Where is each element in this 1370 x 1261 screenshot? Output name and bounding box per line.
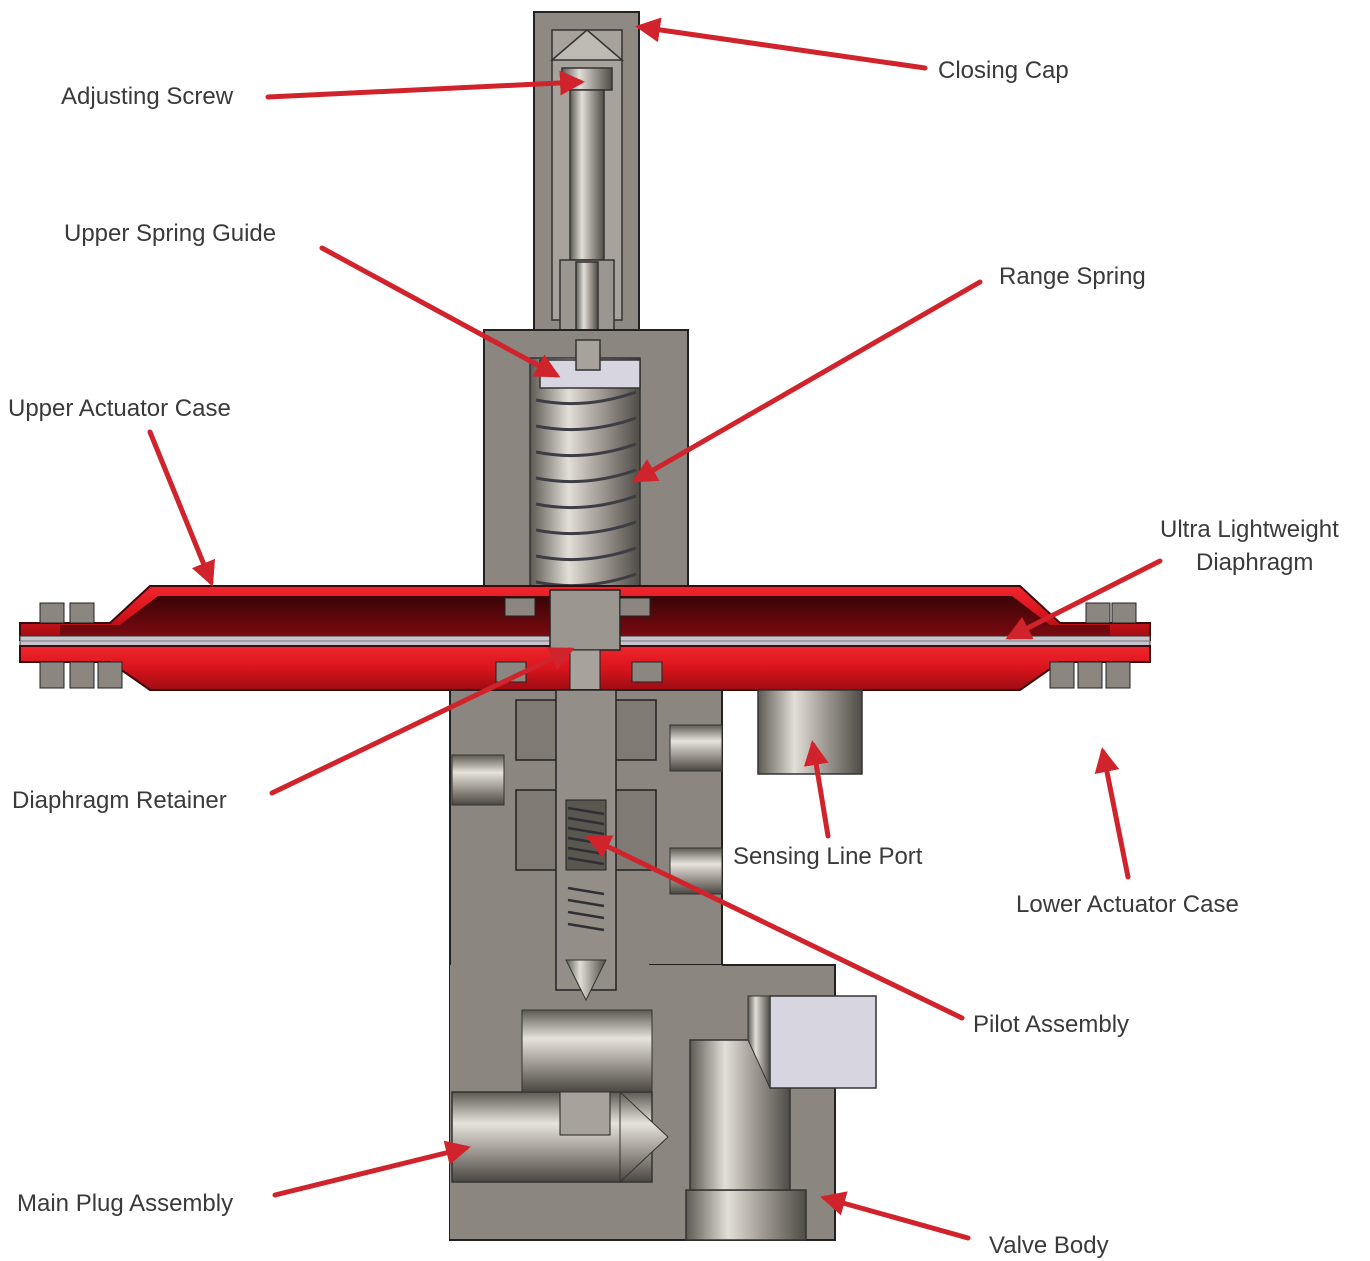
label-diaphragm-line1: Ultra Lightweight <box>1160 516 1339 543</box>
label-valve-body: Valve Body <box>989 1232 1109 1259</box>
arrow-sensing-line-port <box>803 740 831 839</box>
arrow-upper-spring-guide <box>319 245 561 378</box>
label-diaphragm-line2: Diaphragm <box>1196 549 1313 576</box>
label-upper-actuator-case: Upper Actuator Case <box>8 395 231 422</box>
label-sensing-line-port: Sensing Line Port <box>733 843 923 870</box>
label-range-spring: Range Spring <box>999 263 1146 290</box>
arrow-lower-actuator-case <box>1094 747 1131 880</box>
arrow-main-plug-assembly <box>272 1140 471 1198</box>
label-diaphragm-retainer: Diaphragm Retainer <box>12 787 227 814</box>
case-bolts <box>39 602 1137 689</box>
callout-arrows <box>147 17 1163 1241</box>
arrow-pilot-assembly <box>585 835 965 1021</box>
range-spring <box>535 390 637 588</box>
diaphragm-retainer <box>495 589 663 691</box>
outlet-passage <box>689 995 877 1191</box>
arrow-valve-body <box>820 1191 971 1241</box>
arrow-upper-actuator-case <box>147 429 216 587</box>
arrow-adjusting-screw <box>265 70 585 100</box>
callout-labels: Closing Cap Adjusting Screw Upper Spring… <box>8 57 1339 1259</box>
label-closing-cap: Closing Cap <box>938 57 1069 84</box>
arrow-diaphragm-retainer <box>269 647 575 796</box>
sensing-line-port <box>757 689 863 775</box>
arrow-diaphragm <box>1005 558 1163 640</box>
label-adjusting-screw: Adjusting Screw <box>61 83 234 110</box>
arrow-range-spring <box>631 279 983 483</box>
arrow-closing-cap <box>635 17 928 71</box>
label-upper-spring-guide: Upper Spring Guide <box>64 220 276 247</box>
label-lower-actuator-case: Lower Actuator Case <box>1016 891 1239 918</box>
main-plug-assembly <box>451 1009 669 1184</box>
label-main-plug-assembly: Main Plug Assembly <box>17 1190 233 1217</box>
side-ports <box>451 724 723 895</box>
label-pilot-assembly: Pilot Assembly <box>973 1011 1129 1038</box>
